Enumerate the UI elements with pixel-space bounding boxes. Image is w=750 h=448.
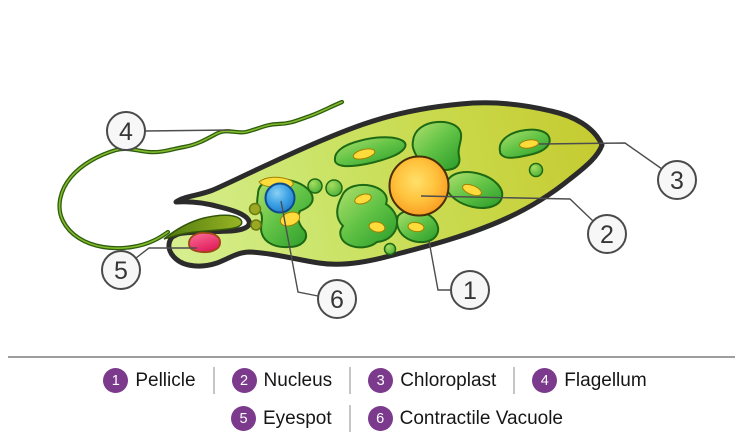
paramylon-granule xyxy=(354,193,372,205)
small-granule-olive xyxy=(250,219,262,231)
legend-label-contractile-vacuole: Contractile Vacuole xyxy=(399,407,563,429)
small-granule xyxy=(528,162,544,178)
paramylon-granule xyxy=(462,183,482,197)
legend-item-nucleus: 2 Nucleus xyxy=(231,368,333,393)
paramylon-granule xyxy=(519,139,539,149)
callout-6-circle xyxy=(317,279,357,319)
legend-separator xyxy=(348,405,351,432)
legend-row-1: 1 Pellicle 2 Nucleus 3 Chloroplast 4 Fla… xyxy=(0,367,750,394)
leader-line-3 xyxy=(538,142,663,170)
callout-markers: 1 2 3 4 5 6 xyxy=(101,111,697,319)
callout-1-number: 1 xyxy=(463,277,477,305)
legend-item-flagellum: 4 Flagellum xyxy=(532,368,647,393)
legend-badge-2: 2 xyxy=(231,368,257,393)
legend-divider xyxy=(8,356,735,358)
legend-item-chloroplast: 3 Chloroplast xyxy=(368,368,496,393)
callout-3: 3 xyxy=(657,160,697,200)
paramylon-granule xyxy=(407,221,425,233)
callout-3-number: 3 xyxy=(670,167,684,195)
legend-separator xyxy=(212,367,215,394)
legend-separator xyxy=(513,367,516,394)
small-granule-olive xyxy=(248,202,262,216)
callout-1-circle xyxy=(450,270,490,310)
reservoir xyxy=(163,214,243,240)
leader-line-5 xyxy=(135,247,197,259)
callout-3-circle xyxy=(657,160,697,200)
callout-6: 6 xyxy=(317,279,357,319)
leader-line-6 xyxy=(280,200,319,297)
legend-label-nucleus: Nucleus xyxy=(263,369,333,391)
flagellum-inner xyxy=(58,101,343,249)
legend-badge-1: 1 xyxy=(103,368,129,393)
leader-lines xyxy=(135,129,663,297)
callout-4: 4 xyxy=(106,111,146,151)
callout-5-number: 5 xyxy=(114,257,128,285)
legend-item-contractile-vacuole: 6 Contractile Vacuole xyxy=(367,406,563,431)
flagellum xyxy=(57,99,345,251)
legend-label-flagellum: Flagellum xyxy=(564,369,647,391)
legend-badge-5: 5 xyxy=(230,406,256,431)
callout-6-number: 6 xyxy=(330,286,344,314)
legend-badge-6: 6 xyxy=(367,406,393,431)
legend-label-pellicle: Pellicle xyxy=(135,369,196,391)
callout-4-circle xyxy=(106,111,146,151)
legend-badge-3: 3 xyxy=(368,368,394,393)
legend-item-eyespot: 5 Eyespot xyxy=(230,406,332,431)
leader-line-4 xyxy=(144,129,231,132)
small-granule xyxy=(307,178,323,194)
small-granule xyxy=(383,242,397,256)
legend-label-eyespot: Eyespot xyxy=(262,407,332,429)
callout-4-number: 4 xyxy=(119,118,133,146)
small-granule xyxy=(325,179,343,197)
legend-row-2: 5 Eyespot 6 Contractile Vacuole xyxy=(22,405,750,432)
paramylon-granule xyxy=(368,221,386,233)
callout-1: 1 xyxy=(450,270,490,310)
paramylon-granule xyxy=(352,148,376,160)
callout-2-number: 2 xyxy=(600,221,614,249)
callout-5: 5 xyxy=(101,250,141,290)
callout-2-circle xyxy=(587,214,627,254)
legend-badge-4: 4 xyxy=(532,368,558,393)
callout-5-circle xyxy=(101,250,141,290)
legend-label-chloroplast: Chloroplast xyxy=(400,369,497,391)
leader-line-2 xyxy=(420,195,594,222)
eyespot xyxy=(188,232,221,254)
legend-item-pellicle: 1 Pellicle xyxy=(103,368,196,393)
cell-body-pellicle xyxy=(166,100,605,269)
contractile-vacuole xyxy=(264,182,296,214)
small-granules xyxy=(248,162,544,256)
legend-separator xyxy=(349,367,352,394)
leader-line-1 xyxy=(428,240,451,291)
callout-2: 2 xyxy=(587,214,627,254)
nucleus xyxy=(388,155,450,217)
